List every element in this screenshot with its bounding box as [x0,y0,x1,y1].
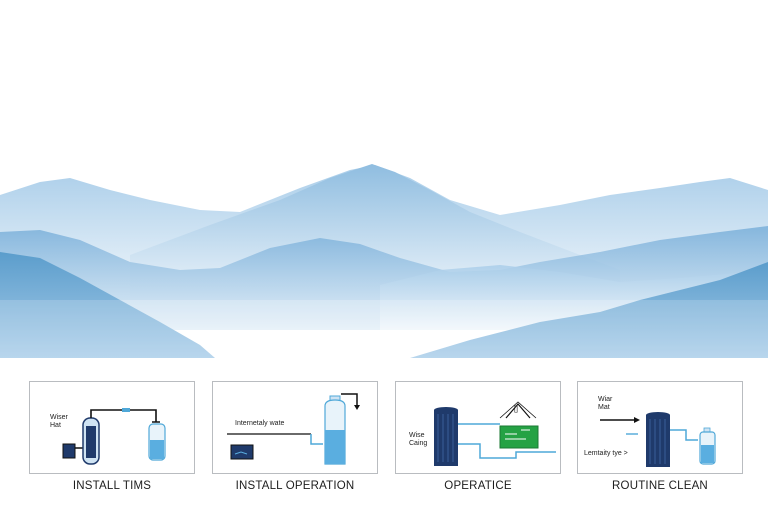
panel-install-operation: Internetaly wate [212,381,378,474]
panel-3-warning-label: [] [514,406,518,413]
caption-routine-clean: ROUTINE CLEAN [612,480,708,492]
foreground-left [0,252,215,358]
panel-operatice: Wise Caing [] [395,381,561,474]
arrow-icon [354,405,360,410]
panel-install-tims: Wiser Hat [29,381,195,474]
control-panel-icon [499,425,539,449]
install-operation-diagram [227,393,360,465]
caption-install-operation: INSTALL OPERATION [235,480,355,492]
operatice-diagram [434,401,556,466]
small-reservoir-icon [62,443,76,459]
caption-operatice: OPERATICE [444,480,512,492]
arrow-icon [634,417,640,423]
panel-routine-clean: Wiar Mat Lemtaity tye > [577,381,743,474]
install-tims-diagram [62,408,166,465]
panel-4-secondary-label: Lemtaity tye > [584,450,628,457]
panel-4-label: Wiar Mat [598,396,613,411]
warning-triangle-icon [505,403,531,419]
panel-1-label: Wiser Hat [50,414,68,429]
routine-clean-diagram [600,412,716,467]
panel-3-label: Wise Caing [409,432,428,447]
panel-2-label: Internetaly wate [235,420,285,427]
caption-install-tims: INSTALL TIMS [72,480,152,492]
foreground-right [410,262,768,358]
